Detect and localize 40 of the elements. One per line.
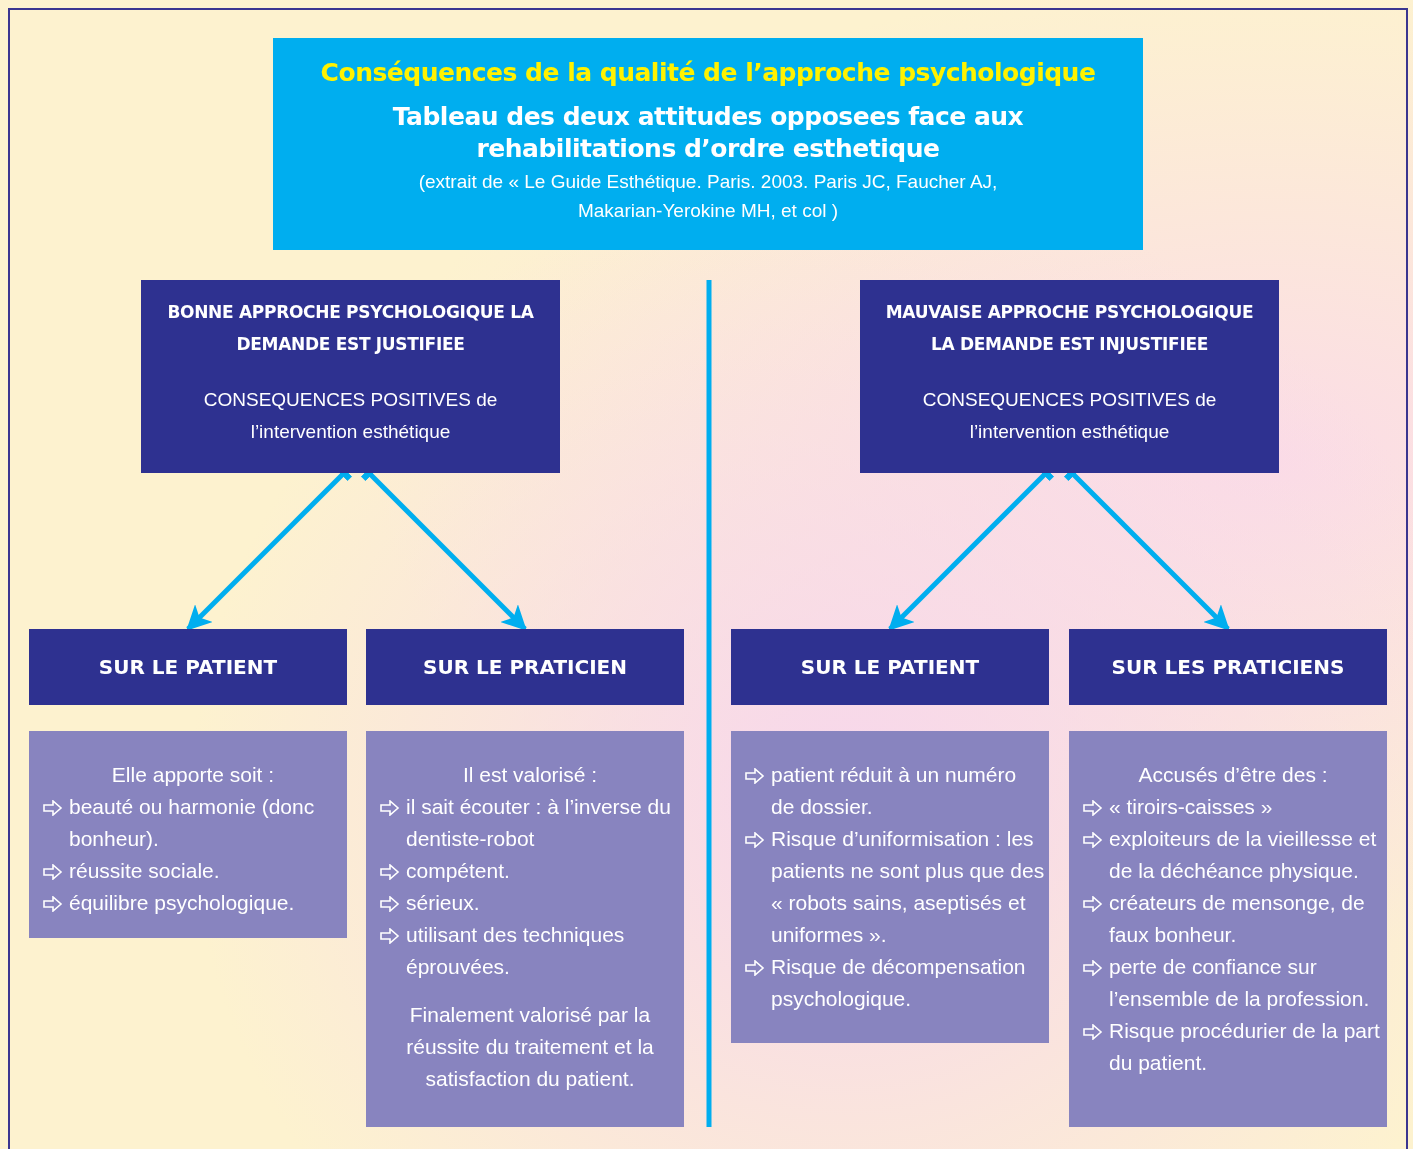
title-box [273,38,1143,250]
subtitle-text: Tableau des deux attitudes opposees face aux rehabilitations d’ordre esthetique [391,101,1025,165]
intro-text: Il est valorisé : [461,762,599,788]
bullet-text: Risque d’uniformisation : les patients ne sont plus que des « robots sains, aseptisés et uniformes ». [771,827,1045,946]
subheader-box [29,629,347,705]
header-box [860,280,1279,473]
bullet-text: Risque de décompensation psychologique. [771,955,1026,1010]
header-title: BONNE APPROCHE PSYCHOLOGIQUE LA DEMANDE EST JUSTIFIEE [166,301,535,356]
bullet-text: « tiroirs-caisses » [1109,795,1273,818]
subheader-label: SUR LE PATIENT [98,655,278,679]
bullet-text: équilibre psychologique. [69,891,295,914]
header-subtitle: CONSEQUENCES POSITIVES de l’intervention esthétique [202,388,499,444]
content-box [29,731,347,938]
bullet-text: sérieux. [406,891,480,914]
content-box [731,731,1049,1043]
subheader-box [731,629,1049,705]
subheader-box [1069,629,1387,705]
content-box [1069,731,1387,1127]
header-box [141,280,560,473]
subheader-label: SUR LE PRATICIEN [423,655,627,679]
bullet-text: exploiteurs de la vieillesse et de la déchéance physique. [1109,827,1377,882]
bullet-text: Risque procédurier de la part du patient. [1109,1019,1380,1074]
bullet-text: créateurs de mensonge, de faux bonheur. [1109,891,1365,946]
heading-text: Conséquences de la qualité de l’approche psychologique [319,58,1097,87]
header-subtitle: CONSEQUENCES POSITIVES de l’intervention esthétique [921,388,1218,444]
bullet-text: patient réduit à un numéro de dossier. [771,763,1017,818]
subheader-box [366,629,684,705]
header-title: MAUVAISE APPROCHE PSYCHOLOGIQUE LA DEMANDE EST INJUSTIFIEE [884,301,1255,356]
intro-text: Accusés d’être des : [1137,762,1329,788]
bullet-text: compétent. [406,859,510,882]
bullet-text: réussite sociale. [69,859,220,882]
conclusion-text: Finalement valorisé par la réussite du traitement et la satisfaction du patient. [405,1002,655,1092]
bullet-text: utilisant des techniques éprouvées. [406,923,625,978]
content-box [366,731,684,1127]
subheader-label: SUR LES PRATICIENS [1111,655,1345,679]
bullet-text: perte de confiance sur l’ensemble de la profession. [1109,955,1370,1010]
intro-text: Elle apporte soit : [110,762,276,788]
source-note: (extrait de « Le Guide Esthétique. Paris. 2003. Paris JC, Faucher AJ, Makarian-Yerokine MH, et col ) [417,170,999,223]
bullet-text: beauté ou harmonie (donc bonheur). [69,795,315,850]
subheader-label: SUR LE PATIENT [800,655,980,679]
